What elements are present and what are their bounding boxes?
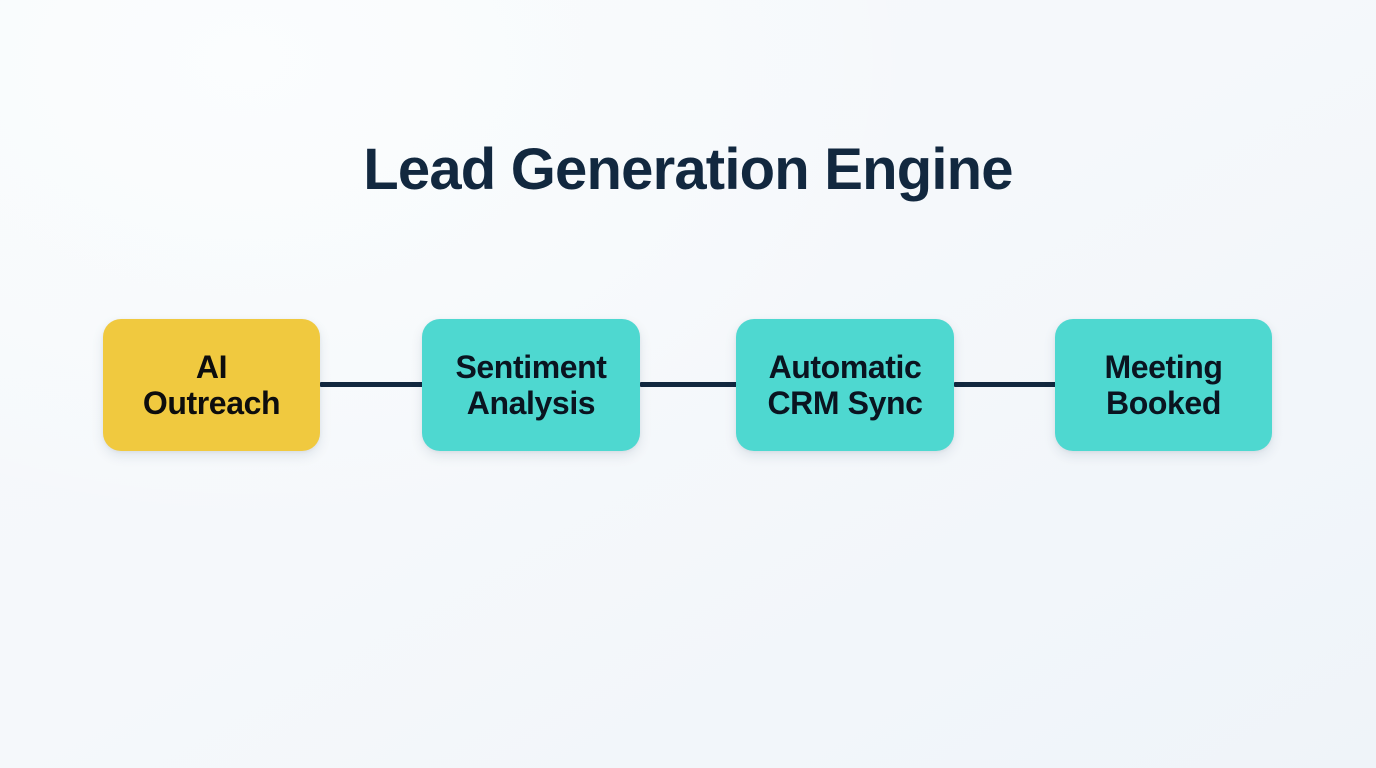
connector-sentiment-analysis-to-automatic-crm-sync [640,382,737,387]
flow-node-label-ai-outreach: AI Outreach [142,349,281,421]
flow-node-label-sentiment-analysis: Sentiment Analysis [455,349,607,421]
flow-node-ai-outreach[interactable]: AI Outreach [103,319,320,451]
flow-node-label-meeting-booked: Meeting Booked [1104,349,1223,421]
flow-node-automatic-crm-sync[interactable]: Automatic CRM Sync [736,319,954,451]
connector-ai-outreach-to-sentiment-analysis [320,382,423,387]
connector-automatic-crm-sync-to-meeting-booked [954,382,1056,387]
flow-node-meeting-booked[interactable]: Meeting Booked [1055,319,1272,451]
flow-node-label-automatic-crm-sync: Automatic CRM Sync [767,349,923,421]
flow-chain: AI Outreach Sentiment Analysis Automatic… [0,319,1376,451]
flow-node-sentiment-analysis[interactable]: Sentiment Analysis [422,319,640,451]
page-title: Lead Generation Engine [363,137,1013,202]
